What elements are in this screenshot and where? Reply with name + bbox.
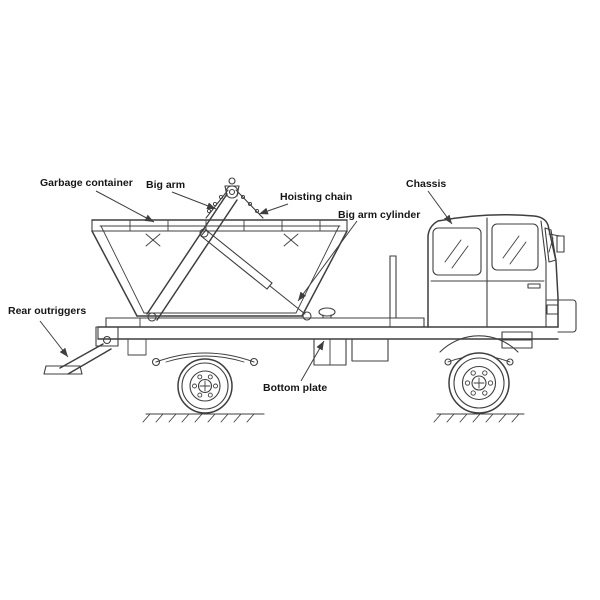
leader-garbage-container	[95, 190, 155, 223]
callout-labels: Garbage container Big arm Hoisting chain…	[8, 177, 446, 394]
door-window	[491, 223, 539, 271]
leader-chassis	[427, 190, 453, 225]
label-chassis: Chassis	[406, 178, 446, 190]
brace-mark-right	[283, 233, 299, 247]
ground-hatching	[142, 413, 525, 423]
flatbed	[105, 317, 425, 328]
windshield	[544, 227, 557, 263]
leader-big-arm	[171, 191, 217, 210]
front-bumper	[557, 299, 577, 333]
label-big-arm: Big arm	[146, 179, 185, 191]
headboard	[389, 255, 397, 319]
rear-wheel	[177, 358, 233, 414]
rear-leaf-spring	[151, 352, 259, 367]
front-wheel	[448, 352, 510, 414]
big-arm	[146, 177, 240, 322]
cab	[427, 214, 577, 349]
rear-outrigger	[43, 326, 119, 375]
label-bottom-plate: Bottom plate	[263, 382, 327, 394]
big-arm-cylinder	[199, 228, 312, 321]
headlight	[546, 304, 559, 315]
leader-rear-outriggers	[39, 320, 69, 358]
bottom-plate-assembly	[313, 307, 347, 366]
leader-bottom-plate	[300, 340, 325, 382]
garbage-container	[91, 219, 348, 317]
leader-hoisting-chain	[258, 203, 289, 215]
label-big-arm-cylinder: Big arm cylinder	[338, 209, 420, 221]
tool-box	[127, 338, 389, 362]
leader-big-arm-cylinder	[297, 220, 358, 302]
brace-mark-left	[145, 233, 161, 247]
mirror	[556, 235, 565, 253]
label-garbage-container: Garbage container	[40, 177, 133, 189]
label-hoisting-chain: Hoisting chain	[280, 191, 352, 203]
rear-side-window	[432, 227, 482, 276]
callout-leaders	[39, 190, 453, 382]
label-rear-outriggers: Rear outriggers	[8, 305, 86, 317]
chassis-frame	[97, 326, 559, 340]
door-handle	[527, 283, 541, 289]
